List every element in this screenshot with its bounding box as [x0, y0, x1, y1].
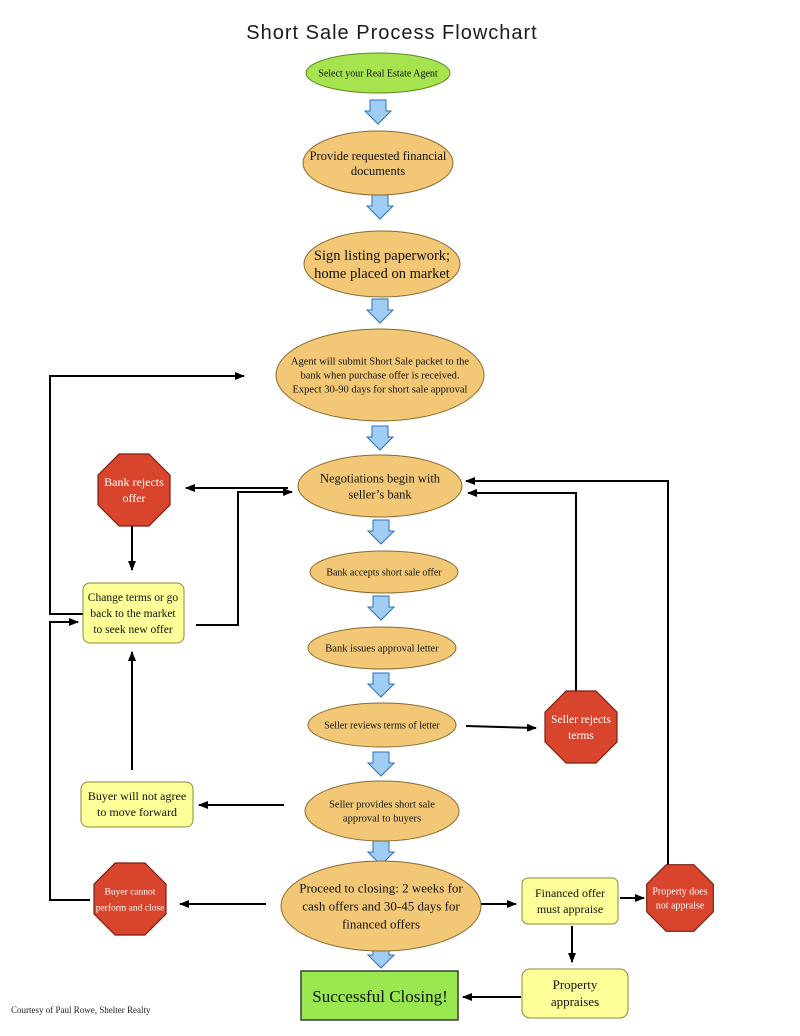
label-bank-rejects: Bank rejects offer: [104, 475, 164, 505]
node-proceed-closing: [280, 860, 482, 952]
label-bank-accepts: Bank accepts short sale offer: [326, 568, 442, 579]
node-seller-provides: [304, 780, 460, 842]
connector-change-to-submit: [49, 372, 245, 615]
label-line: Seller rejects: [551, 714, 611, 726]
label-line: Financed offer: [535, 886, 605, 900]
label-select-agent: Select your Real Estate Agent: [318, 69, 438, 80]
connector-change-to-negotiations: [196, 488, 293, 626]
label-line: Agent will submit Short Sale packet to t…: [291, 357, 470, 368]
node-property-appraises: [521, 968, 629, 1019]
label-line: Buyer will not agree: [88, 789, 186, 803]
node-change-terms: [82, 582, 185, 644]
label-line: Seller reviews terms of letter: [324, 721, 440, 732]
node-buyer-cannot: [93, 862, 167, 936]
label-line: not appraise: [656, 901, 705, 912]
label-financed-offer: Financed offer must appraise: [535, 886, 605, 916]
connector-not-appraise-to-negotiations: [465, 477, 669, 866]
label-line: Change terms or go: [88, 592, 179, 604]
label-line: Bank issues approval letter: [325, 644, 439, 655]
flow-arrow-2: [365, 194, 395, 220]
label-buyer-cannot: Buyer cannot perform and close: [96, 887, 165, 913]
flow-arrow-8: [366, 751, 396, 777]
label-line: documents: [351, 164, 405, 178]
label-line: Bank rejects: [104, 475, 164, 489]
connector-seller-rejects-to-negotiations: [467, 489, 577, 697]
label-line: offer: [122, 491, 145, 505]
label-submit-packet: Agent will submit Short Sale packet to t…: [291, 357, 470, 396]
node-bank-accepts: [309, 550, 459, 594]
label-line: seller’s bank: [348, 487, 412, 501]
flow-arrow-6: [366, 595, 396, 621]
label-line: appraises: [551, 994, 599, 1009]
node-successful-closing: [300, 970, 459, 1021]
label-line: approval to buyers: [343, 814, 421, 825]
label-property-appraises: Property appraises: [551, 977, 599, 1009]
label-seller-provides: Seller provides short sale approval to bu…: [329, 800, 435, 825]
credit-text: Courtesy of Paul Rowe, Shelter Realty: [11, 1005, 151, 1015]
label-buyer-not-agree: Buyer will not agree to move forward: [88, 789, 186, 819]
node-submit-packet: [275, 328, 485, 422]
label-line: Expect 30-90 days for short sale approva…: [293, 385, 468, 396]
label-line: Buyer cannot: [105, 887, 156, 897]
flow-arrow-9: [366, 840, 396, 866]
label-line: Property: [553, 977, 598, 992]
label-line: home placed on market: [314, 266, 450, 282]
label-line: Bank accepts short sale offer: [326, 568, 442, 579]
node-approval-letter: [307, 626, 457, 670]
label-line: Provide requested financial: [310, 149, 447, 163]
label-sign-listing: Sign listing paperwork; home placed on ma…: [314, 248, 450, 282]
label-line: Negotiations begin with: [320, 471, 441, 485]
connector-seller-reviews-to-seller-rejects: [465, 723, 537, 732]
label-negotiations: Negotiations begin with seller’s bank: [320, 471, 441, 501]
node-seller-rejects: [544, 690, 618, 764]
label-change-terms: Change terms or go back to the market to s…: [88, 592, 179, 636]
label-line: Seller provides short sale: [329, 800, 435, 811]
node-financed-offer: [521, 877, 619, 925]
flow-arrows: [363, 99, 396, 969]
label-line: perform and close: [96, 902, 165, 913]
node-provide-docs: [302, 130, 454, 196]
node-select-agent: [305, 52, 451, 94]
label-line: to seek new offer: [93, 624, 172, 636]
stop-signs: [93, 453, 714, 936]
node-negotiations: [297, 454, 463, 518]
label-line: Successful Closing!: [312, 987, 448, 1006]
flow-arrow-5: [366, 519, 396, 545]
label-line: Sign listing paperwork;: [314, 248, 450, 264]
connectors: [49, 372, 669, 1001]
label-line: to move forward: [97, 805, 177, 819]
node-bank-rejects: [97, 453, 171, 527]
flow-arrow-4: [365, 425, 395, 451]
flow-arrow-7: [366, 672, 396, 698]
label-line: must appraise: [537, 902, 603, 916]
node-buyer-not-agree: [80, 781, 194, 828]
label-line: terms: [568, 730, 594, 742]
label-approval-letter: Bank issues approval letter: [325, 644, 439, 655]
label-line: cash offers and 30-45 days for: [302, 899, 460, 914]
node-sign-listing: [303, 230, 461, 298]
node-seller-reviews: [307, 702, 457, 748]
flow-arrow-1: [363, 99, 393, 125]
label-line: Proceed to closing: 2 weeks for: [299, 881, 463, 896]
label-line: Property does: [652, 887, 707, 898]
label-successful-closing: Successful Closing!: [312, 987, 448, 1006]
label-seller-reviews: Seller reviews terms of letter: [324, 721, 440, 732]
page-title: Short Sale Process Flowchart: [246, 22, 537, 44]
label-seller-rejects: Seller rejects terms: [551, 714, 611, 742]
label-property-not-appraise: Property does not appraise: [652, 887, 707, 912]
label-line: financed offers: [342, 917, 420, 932]
node-property-not-appraise: [646, 864, 714, 932]
label-line: Select your Real Estate Agent: [318, 69, 438, 80]
flow-arrow-3: [365, 298, 395, 324]
label-proceed-closing: Proceed to closing: 2 weeks for cash offe…: [299, 881, 463, 932]
label-line: bank when purchase offer is received.: [301, 371, 460, 382]
label-line: back to the market: [90, 608, 176, 620]
connector-buyer-cannot-to-change: [49, 618, 90, 901]
